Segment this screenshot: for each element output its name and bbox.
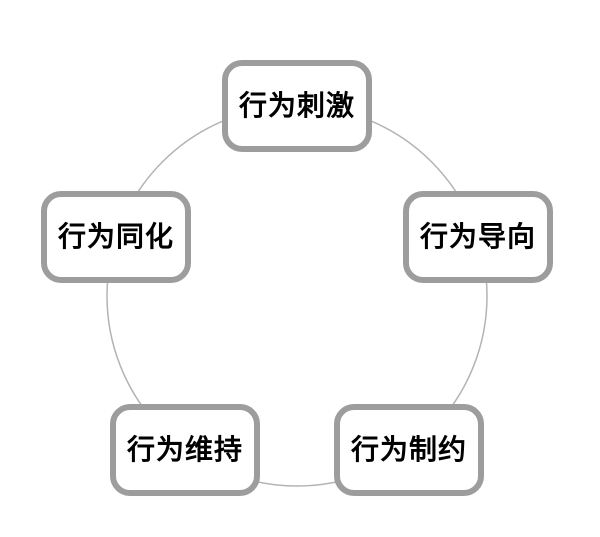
node-label: 行为制约	[350, 433, 467, 466]
node-behavior-stimulus: 行为刺激	[222, 60, 372, 152]
node-behavior-maintenance: 行为维持	[110, 404, 260, 496]
node-behavior-constraint: 行为制约	[334, 404, 484, 496]
node-label: 行为同化	[57, 220, 174, 253]
node-behavior-orientation: 行为导向	[403, 191, 553, 283]
node-label: 行为导向	[419, 220, 536, 253]
node-label: 行为维持	[126, 433, 243, 466]
node-behavior-assimilation: 行为同化	[41, 191, 191, 283]
node-label: 行为刺激	[238, 89, 355, 122]
